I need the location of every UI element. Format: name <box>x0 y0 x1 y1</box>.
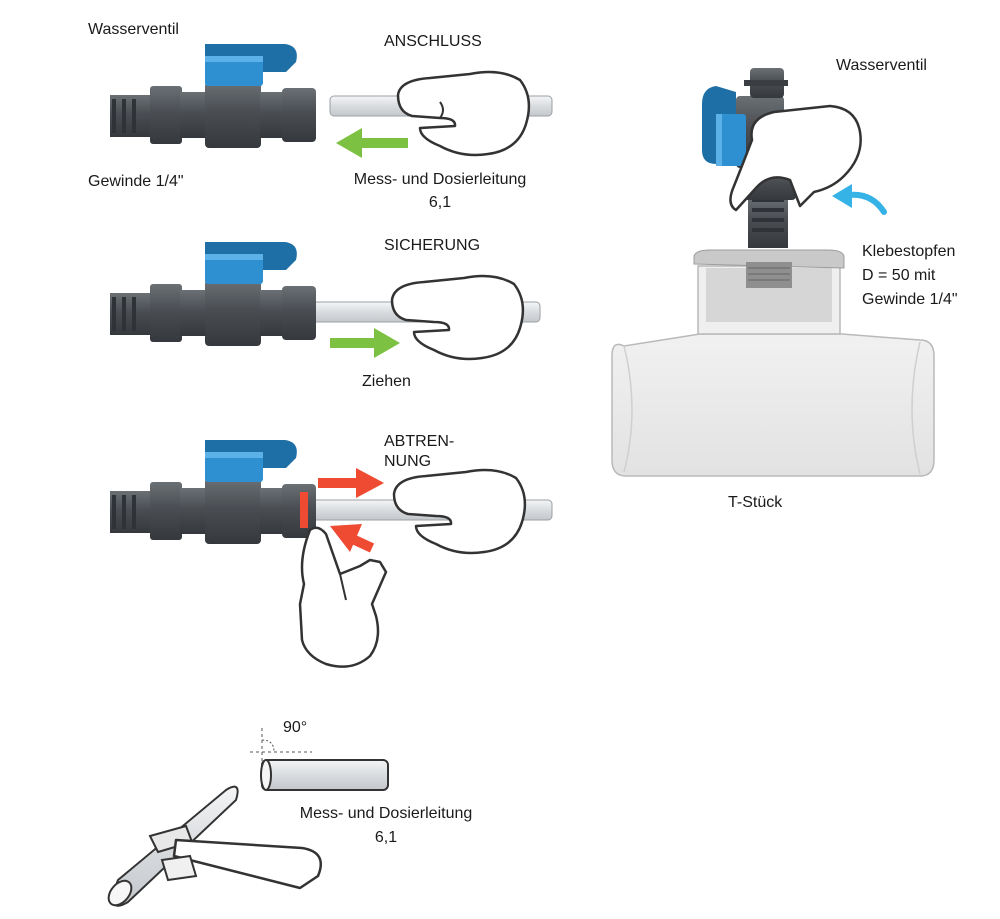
hand-icon <box>390 274 525 361</box>
step-secure-pull-label: Ziehen <box>362 373 411 390</box>
step-connect-line-size: 6,1 <box>428 194 452 211</box>
step-disconnect <box>110 440 553 668</box>
step-connect-line-label: Mess- und Dosierleitung <box>353 171 527 188</box>
assembly-valve-label: Wasserventil <box>836 57 927 74</box>
step-cut-angle-label: 90° <box>283 719 308 736</box>
assembly-tee-label: T-Stück <box>728 494 783 511</box>
hand-press-icon <box>298 526 388 668</box>
assembly-plug-label-2: D = 50 mit <box>862 267 936 284</box>
water-valve <box>110 440 316 544</box>
press-arrow <box>330 524 375 553</box>
step-secure <box>110 242 541 361</box>
step-cut-line-size: 6,1 <box>374 829 398 846</box>
pipe-cutter <box>107 785 322 907</box>
water-valve <box>110 242 316 346</box>
push-arrow <box>336 128 408 158</box>
step-connect-thread-label: Gewinde 1/4" <box>88 173 184 190</box>
pull-arrow <box>318 468 384 498</box>
assembly-plug-label-3: Gewinde 1/4" <box>862 291 958 308</box>
step-connect-title: ANSCHLUSS <box>384 33 482 50</box>
hand-icon <box>396 70 531 157</box>
step-cut <box>107 728 389 907</box>
turn-arrow <box>832 184 887 215</box>
tee-assembly <box>611 68 935 477</box>
water-valve <box>110 44 316 148</box>
glue-plug <box>693 249 845 288</box>
step-disconnect-title-line1: ABTREN- <box>384 433 455 450</box>
hand-icon <box>392 468 527 555</box>
step-connect <box>110 44 553 158</box>
step-disconnect-title-line2: NUNG <box>384 453 432 470</box>
cut-pipe <box>260 759 389 791</box>
tee-fitting <box>611 265 935 477</box>
assembly-plug-label-1: Klebestopfen <box>862 243 956 260</box>
pull-arrow <box>330 328 400 358</box>
angle-guide <box>250 728 312 770</box>
step-secure-title: SICHERUNG <box>384 237 481 254</box>
hand-icon <box>729 104 862 212</box>
step-cut-line-label: Mess- und Dosierleitung <box>299 805 473 822</box>
step-connect-valve-label: Wasserventil <box>88 21 179 38</box>
